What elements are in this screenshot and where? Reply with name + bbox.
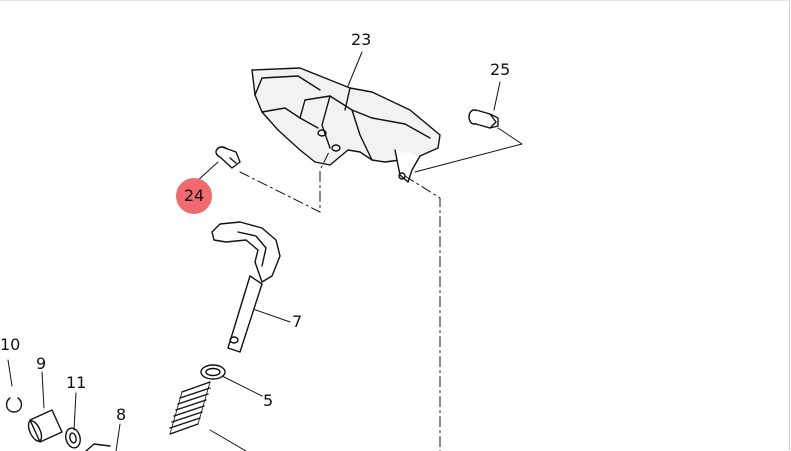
- leader-lines: [7, 51, 523, 451]
- callout-24-hotspot[interactable]: 24: [176, 178, 212, 214]
- callout-23: 23: [351, 30, 372, 49]
- part-25-rivet: [468, 109, 499, 129]
- assembly-guide-lines: [239, 149, 441, 451]
- part-7-pedal-rod: [211, 221, 281, 353]
- part-9-collar: [27, 409, 63, 443]
- callout-8: 8: [116, 405, 127, 424]
- callout-5: 5: [263, 391, 274, 410]
- part-8-pin: [85, 443, 111, 451]
- callout-11: 11: [66, 373, 87, 392]
- part-23-cover: [251, 67, 441, 183]
- part-11-ring: [65, 427, 81, 449]
- part-10-clip: [5, 397, 23, 413]
- callout-9: 9: [36, 354, 47, 373]
- spring: [169, 381, 211, 435]
- callout-7: 7: [292, 312, 303, 331]
- callout-25: 25: [490, 60, 511, 79]
- part-24-bolt: [215, 146, 241, 169]
- callout-24: 24: [183, 186, 205, 205]
- part-5-washer: [200, 364, 226, 380]
- callout-10: 10: [0, 335, 21, 354]
